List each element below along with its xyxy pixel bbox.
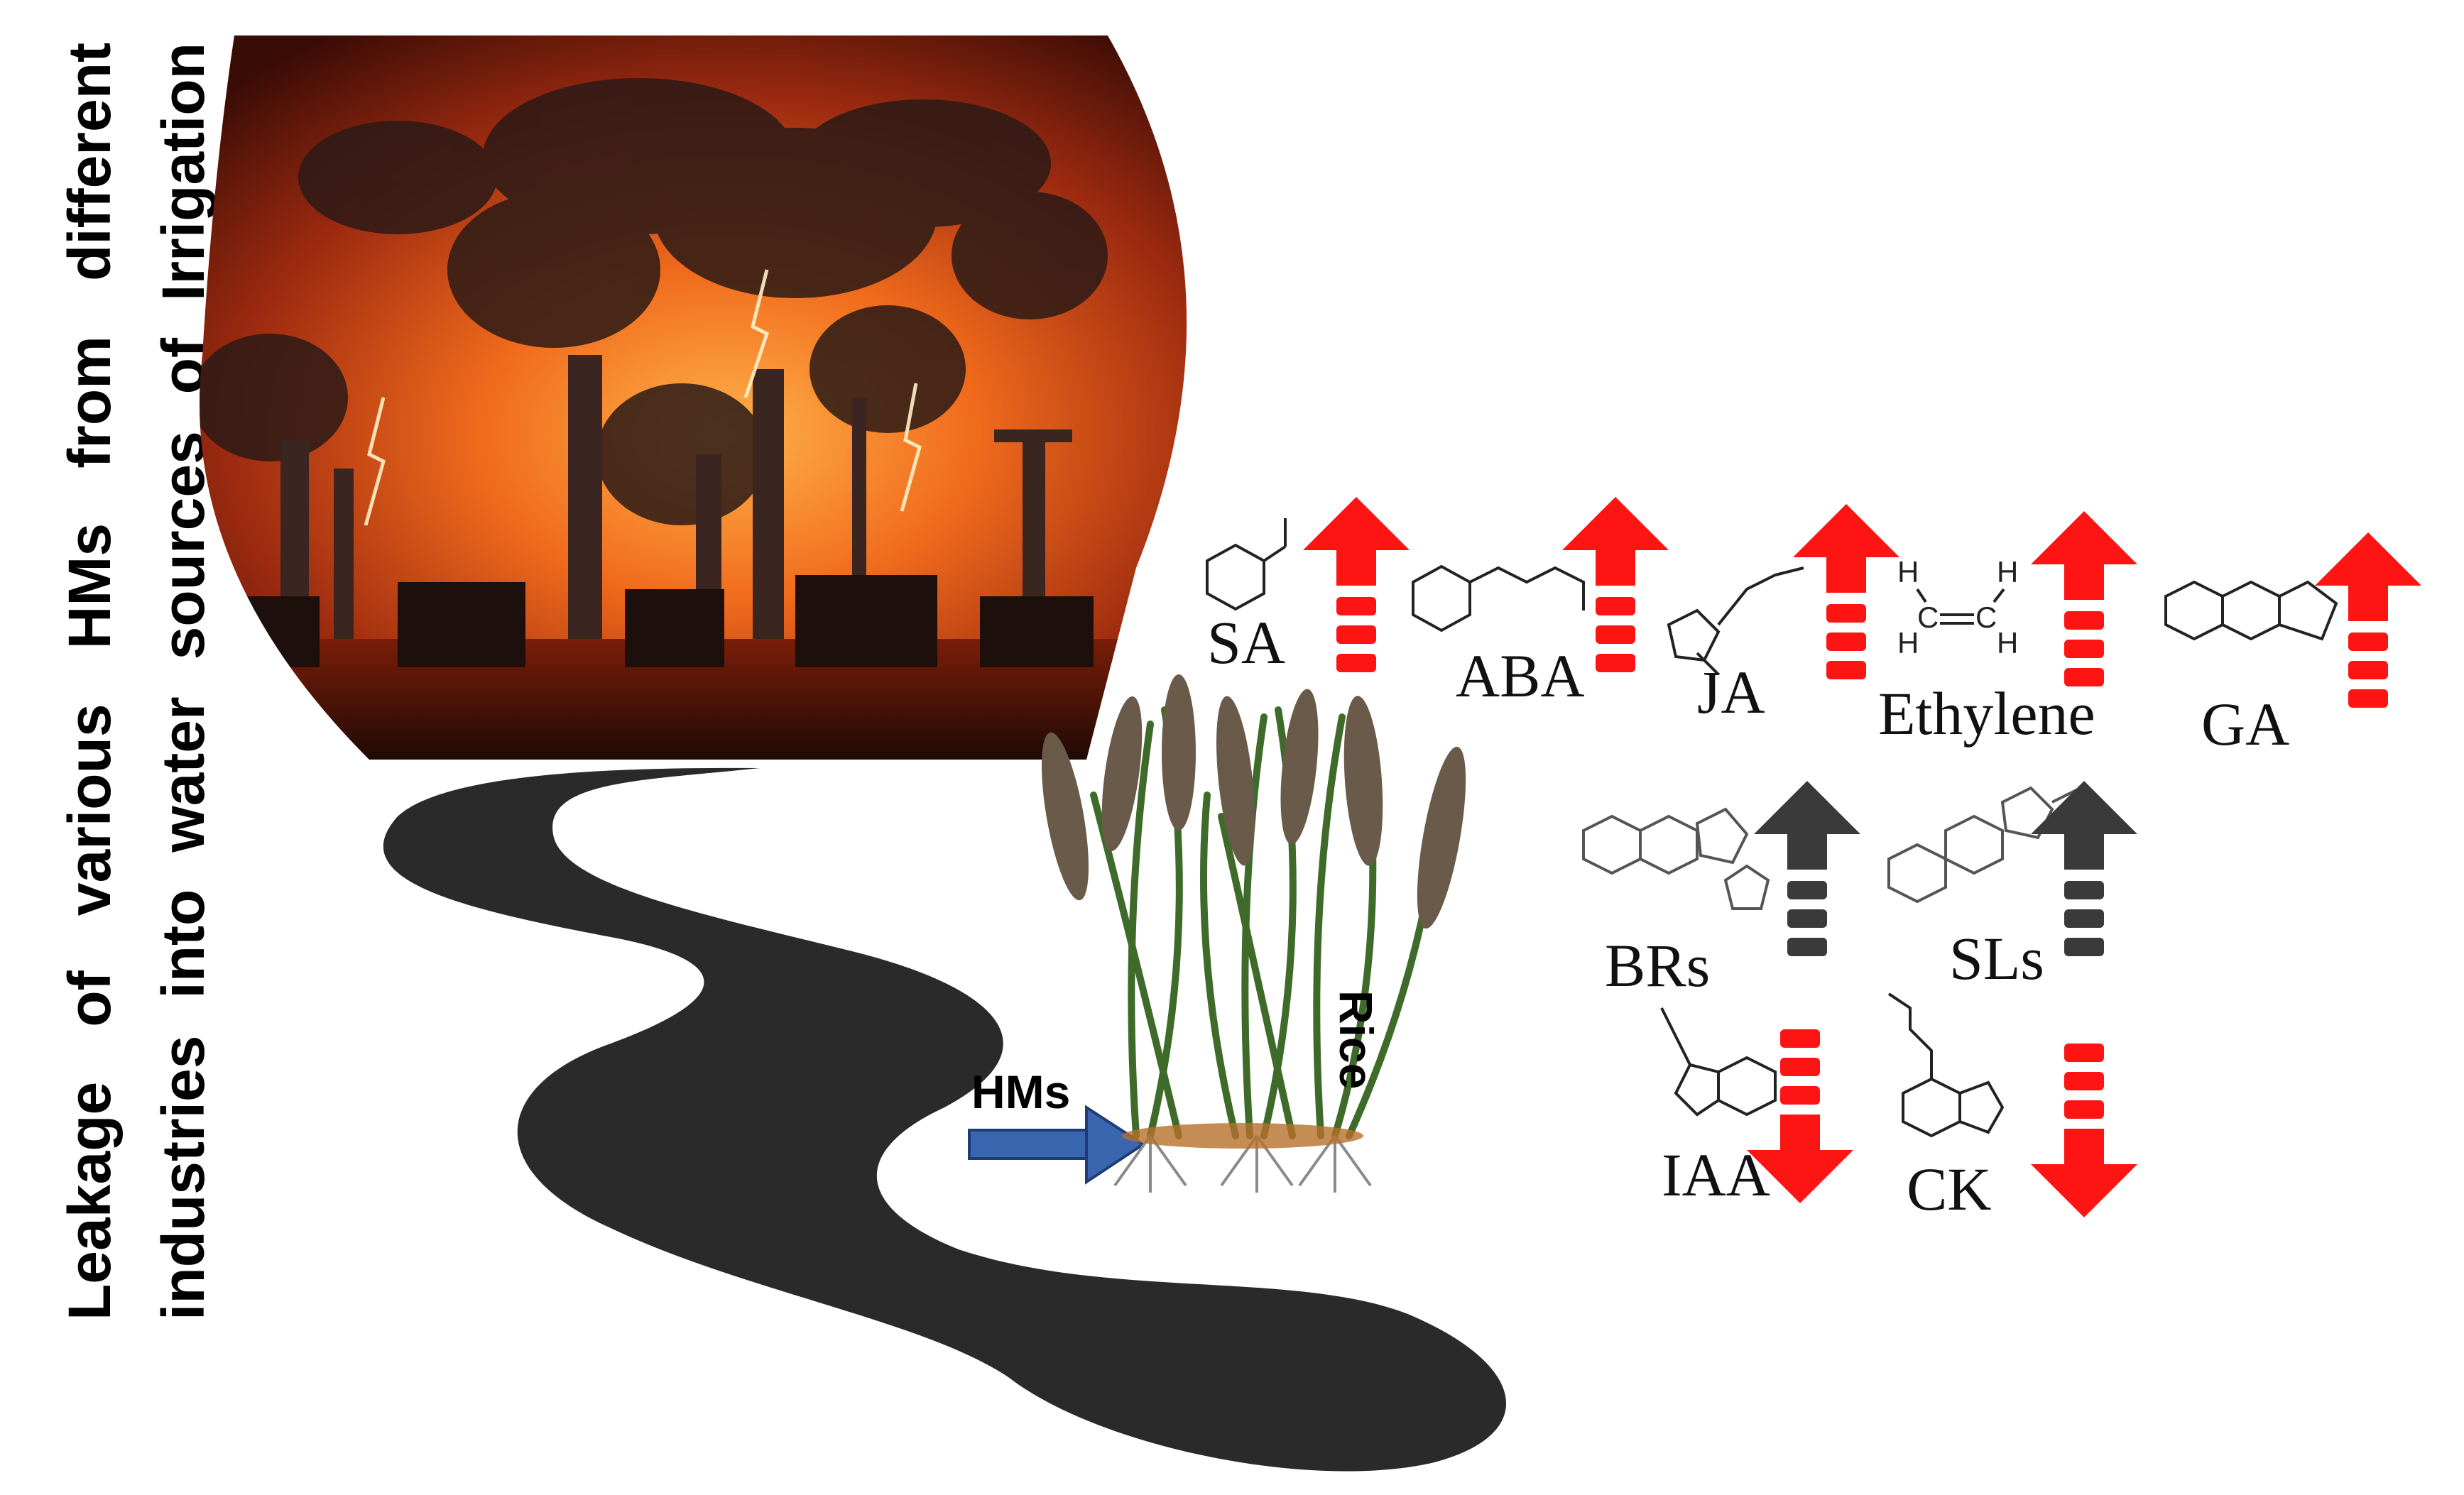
polluted-river	[383, 767, 1507, 1472]
rice-label: Rice	[1330, 990, 1383, 1090]
ck-structure-icon	[1887, 992, 2005, 1138]
ethylene-h4: H	[1997, 626, 2018, 659]
industrial-skyline	[234, 575, 1094, 667]
iaa-structure-icon	[1660, 1007, 1777, 1117]
label-ja: JA	[1697, 658, 1765, 726]
hms-label: HMs	[971, 1066, 1071, 1118]
arrow-ethylene-up-icon	[2031, 511, 2137, 686]
label-ga: GA	[2201, 690, 2290, 758]
ethylene-c2: C	[1975, 601, 1997, 634]
arrow-iaa-down-icon	[1747, 1029, 1853, 1203]
ethylene-c1: C	[1917, 601, 1939, 634]
hms-flow-arrow	[968, 1105, 1146, 1185]
ethylene-h2: H	[1997, 555, 2018, 588]
label-ck: CK	[1907, 1155, 1992, 1223]
label-aba: ABA	[1456, 642, 1585, 710]
trend-arrows	[1303, 497, 2421, 1217]
factory-scene	[199, 35, 1187, 760]
arrow-ja-up-icon	[1793, 504, 1899, 679]
molecule-structures	[1206, 518, 2338, 1138]
arrow-sls-up-icon	[2031, 781, 2137, 956]
arrow-sa-up-icon	[1303, 497, 1410, 672]
lightning	[364, 269, 922, 526]
label-iaa: IAA	[1662, 1141, 1770, 1209]
ja-structure-icon	[1667, 566, 1804, 676]
arrow-ga-up-icon	[2315, 532, 2421, 708]
ethylene-h3: H	[1897, 626, 1919, 659]
label-sa: SA	[1207, 608, 1285, 677]
label-sls: SLs	[1949, 924, 2044, 992]
arrow-aba-up-icon	[1562, 497, 1669, 672]
arrow-ck-down-icon	[2031, 1044, 2137, 1217]
arrow-brs-up-icon	[1754, 781, 1860, 956]
label-ethylene: Ethylene	[1878, 679, 2095, 748]
ga-structure-icon	[2164, 580, 2338, 641]
rice-plant	[1041, 674, 1466, 1193]
brs-structure-icon	[1582, 807, 1770, 910]
aba-structure-icon	[1412, 564, 1585, 632]
ethylene-structure-icon: H H C C H H	[1897, 555, 2018, 659]
ethylene-h1: H	[1897, 555, 1919, 588]
sa-structure-icon	[1206, 518, 1287, 611]
label-brs: BRs	[1605, 931, 1711, 1000]
smoke-clouds	[199, 78, 1108, 525]
